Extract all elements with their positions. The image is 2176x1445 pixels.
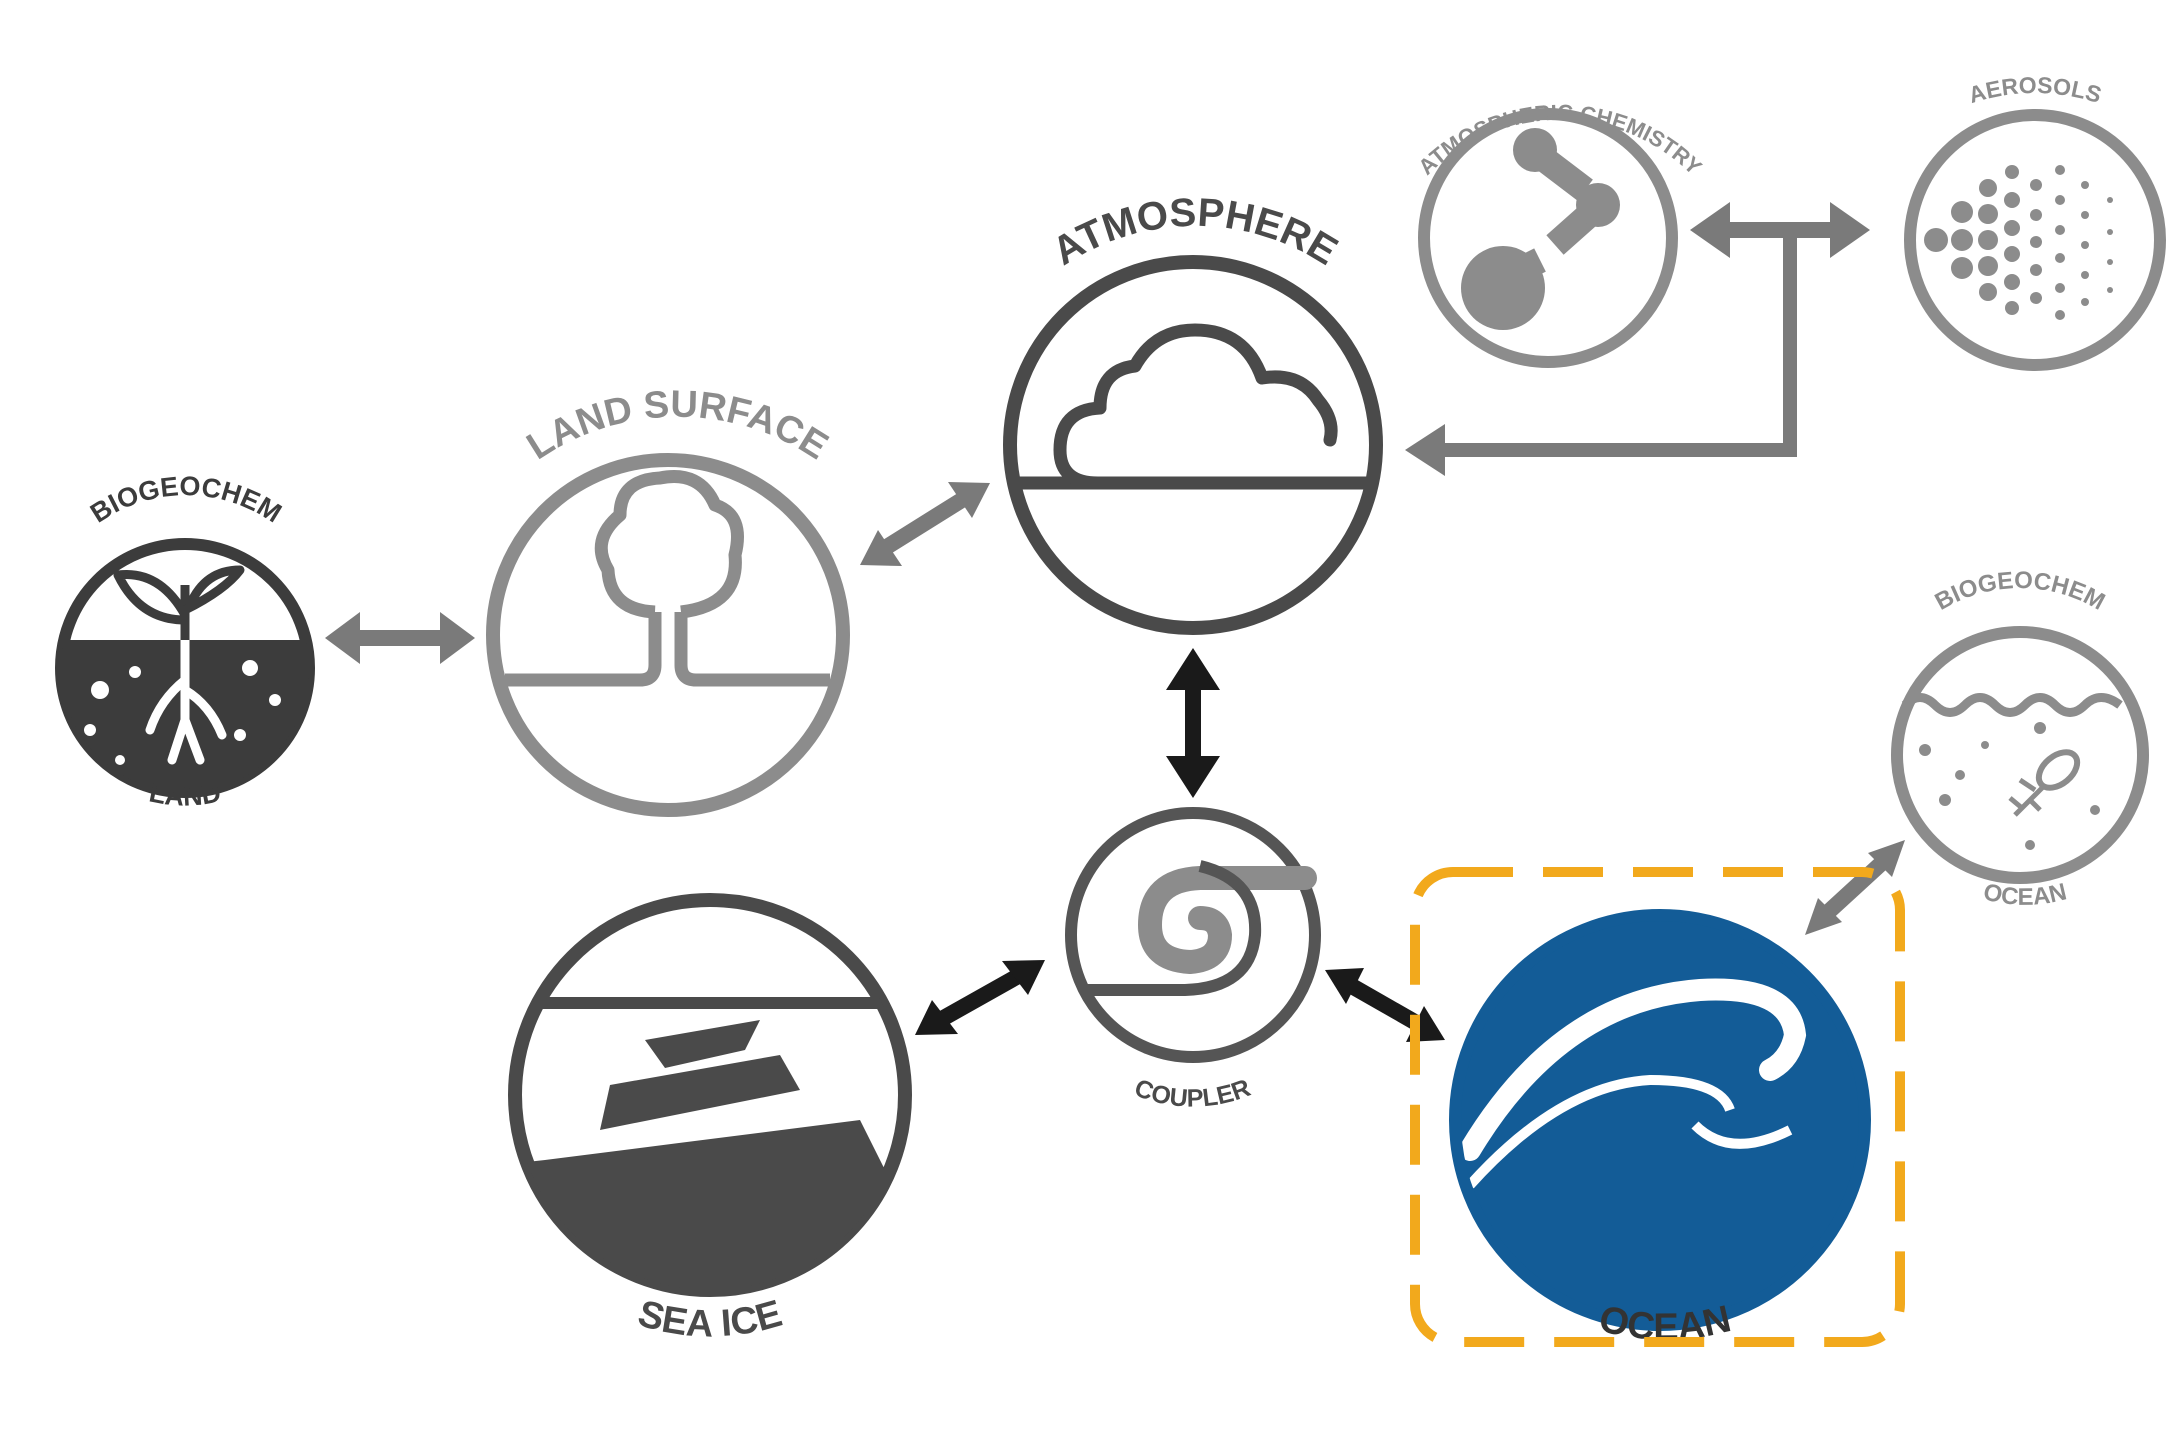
aerosols-component: AEROSOLS (1904, 72, 2166, 371)
land-surface-component: LAND SURFACE (486, 383, 850, 817)
sea-ice-component: SEA ICE (508, 893, 912, 1346)
swirl-icon (1082, 860, 1317, 996)
molecule-icon (1461, 128, 1620, 330)
arrow-bgcland-landsurface (325, 612, 475, 664)
biogeochem-ocean-top-label: BIOGEOCHEM (1931, 567, 2110, 616)
atmospheric-chemistry-component: ATMOSPHERIC CHEMISTRY (1413, 100, 1707, 368)
ocean-highlight-box (1410, 867, 1905, 1347)
arrow-coupler-seaice (915, 960, 1045, 1035)
arrow-chem-aerosols (1405, 202, 1870, 476)
arrow-landsurface-atmosphere (860, 482, 990, 566)
biogeochem-land-component: BIOGEOCHEM LAND (55, 471, 315, 812)
biogeochem-land-bottom-label: LAND (147, 777, 224, 811)
aerosols-label: AEROSOLS (1966, 72, 2105, 108)
particle-spray-icon (1924, 165, 2113, 320)
cloud-icon (1010, 323, 1376, 490)
sprout-roots-icon (61, 635, 309, 792)
biogeochem-ocean-component: BIOGEOCHEM OCEAN (1891, 567, 2149, 911)
wave-icon (1459, 978, 1807, 1189)
coupler-component: COUPLER (1065, 807, 1321, 1113)
arrow-ocean-bgcocean (1805, 840, 1905, 935)
plankton-icon (1901, 693, 2123, 850)
tree-icon (505, 470, 830, 687)
biogeochem-land-top-label: BIOGEOCHEM (85, 471, 287, 528)
ocean-component: OCEAN (1449, 909, 1871, 1349)
coupler-label: COUPLER (1131, 1074, 1254, 1113)
arrow-atmosphere-coupler (1166, 648, 1220, 798)
arrow-coupler-ocean (1325, 968, 1445, 1042)
atmosphere-component: ATMOSPHERE (1003, 191, 1383, 635)
sea-ice-label: SEA ICE (633, 1293, 786, 1346)
